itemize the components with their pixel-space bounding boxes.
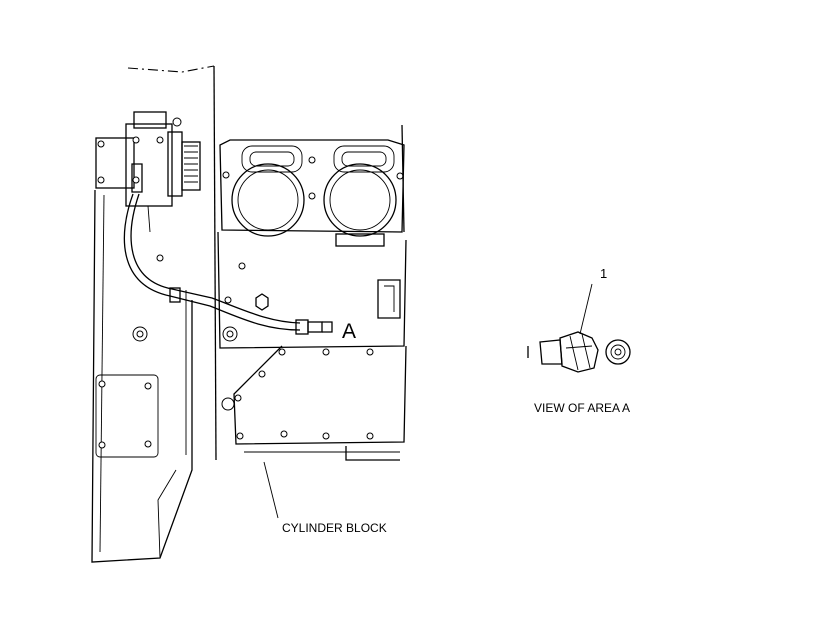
view-of-area-a-label: VIEW OF AREA A [534, 401, 630, 415]
cylinder-block-body [217, 231, 407, 349]
callout-number-1: 1 [600, 266, 607, 281]
callout-a: A [342, 320, 356, 343]
pump-assembly [95, 111, 201, 262]
cylinder-block-label: CYLINDER BLOCK [282, 521, 387, 535]
fuel-line-tube [123, 193, 333, 335]
callout-1-leader-line [579, 283, 593, 335]
cylinder-block-leader-line [263, 461, 279, 519]
front-housing-outline [91, 65, 217, 563]
cylinder-head-gasket [219, 124, 405, 247]
detail-view-area-a [527, 283, 631, 373]
lower-block-plate [221, 345, 407, 461]
